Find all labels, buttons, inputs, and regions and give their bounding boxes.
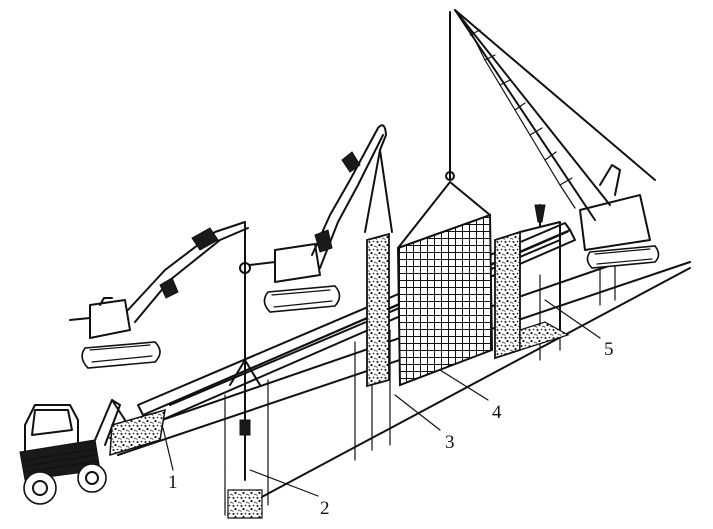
label-2: 2 — [320, 498, 330, 519]
grab-excavator-icon — [249, 124, 393, 313]
front-loader-icon — [19, 399, 166, 505]
label-4: 4 — [492, 402, 502, 423]
label-3: 3 — [445, 432, 455, 453]
leader-lines — [162, 299, 601, 497]
grab-rope-and-bucket — [227, 262, 263, 519]
crawler-crane-icon — [454, 9, 660, 269]
concrete-joint-column — [366, 232, 390, 388]
part-labels: 1 2 3 4 5 — [168, 339, 614, 519]
concrete-panel — [494, 204, 570, 360]
reinforcement-cage — [396, 11, 494, 387]
excavator-icon — [69, 221, 249, 369]
label-1: 1 — [168, 472, 178, 493]
label-5: 5 — [604, 339, 614, 360]
